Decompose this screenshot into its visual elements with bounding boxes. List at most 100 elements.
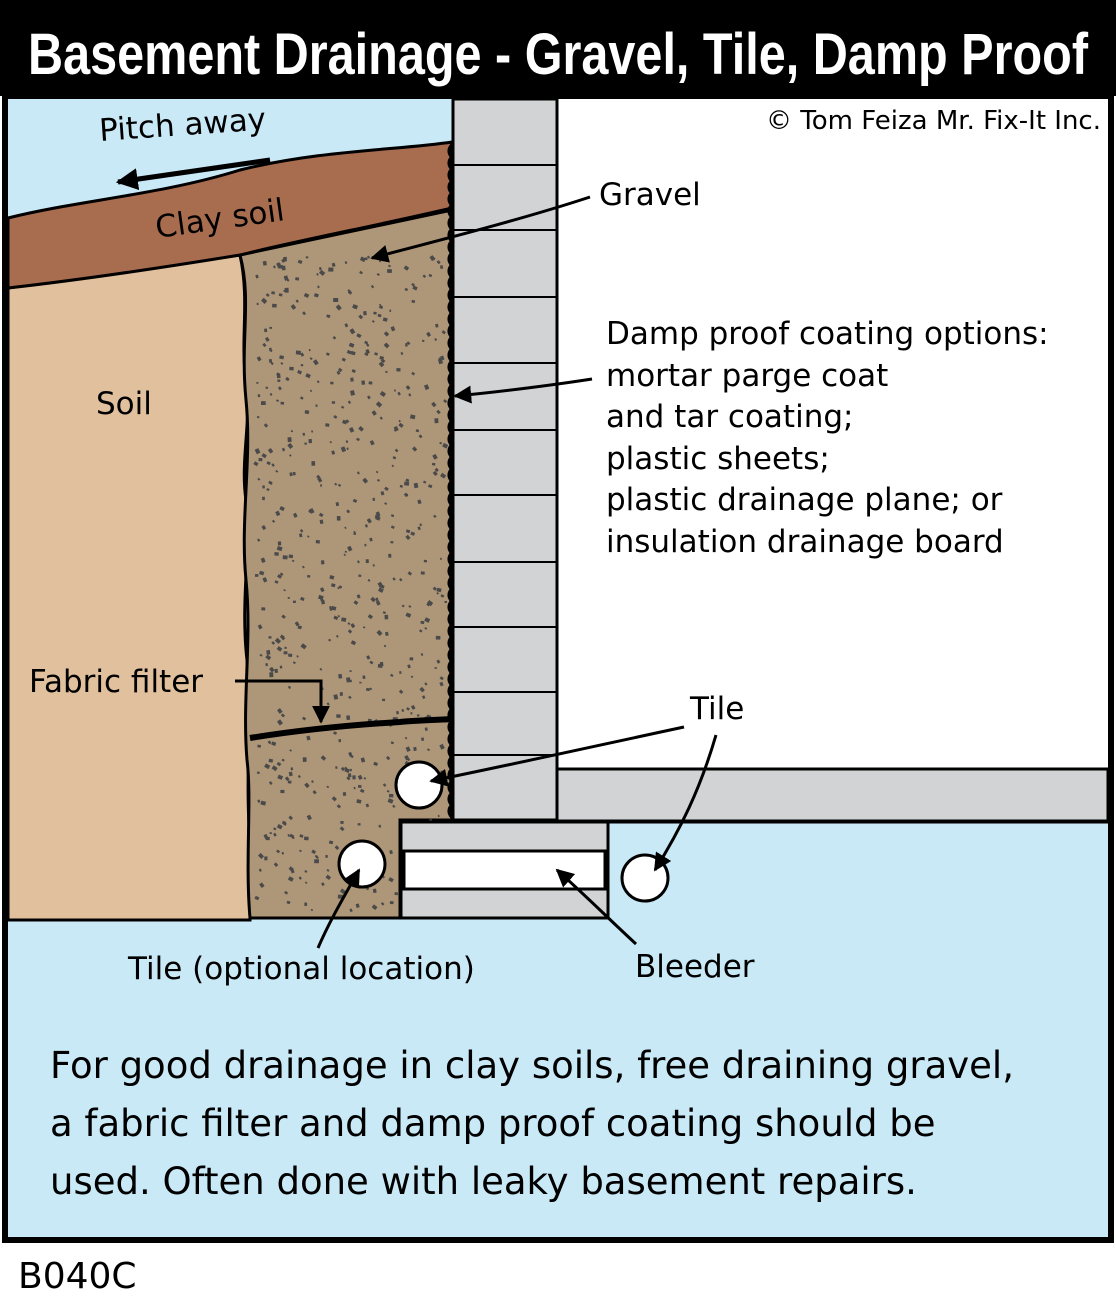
- gravel-speck: [292, 471, 296, 476]
- gravel-speck: [281, 820, 287, 825]
- gravel-speck: [300, 363, 304, 367]
- gravel-speck: [346, 349, 352, 355]
- gravel-speck: [421, 695, 426, 700]
- gravel-speck: [426, 600, 434, 607]
- gravel-speck: [348, 342, 355, 348]
- gravel-speck: [287, 685, 291, 690]
- gravel-speck: [346, 715, 351, 721]
- gravel-speck: [331, 605, 337, 611]
- gravel-speck: [295, 350, 302, 355]
- gravel-speck: [312, 359, 319, 366]
- gravel-speck: [256, 538, 261, 542]
- gravel-speck: [405, 342, 408, 346]
- gravel-speck: [359, 256, 366, 263]
- gravel-speck: [314, 859, 319, 864]
- gravel-speck: [384, 631, 389, 637]
- gravel-speck: [382, 317, 388, 322]
- gravel-speck: [372, 564, 375, 567]
- gravel-speck: [371, 410, 377, 416]
- gravel-speck: [273, 827, 277, 831]
- gravel-speck: [444, 601, 447, 603]
- gravel-speck: [341, 357, 346, 362]
- gravel-speck: [397, 391, 401, 396]
- gravel-speck: [276, 761, 282, 767]
- damp-proof-options: Damp proof coating options: mortar parge…: [606, 316, 1049, 560]
- gravel-speck: [427, 748, 430, 752]
- gravel-speck: [436, 592, 440, 595]
- wall-block-joints: [453, 164, 557, 756]
- gravel-speck: [365, 559, 369, 564]
- gravel-speck: [315, 404, 318, 408]
- gravel-speck: [400, 351, 404, 356]
- gravel-speck: [318, 269, 326, 276]
- gravel-speck: [308, 438, 313, 444]
- gravel-speck: [265, 293, 270, 298]
- gravel-speck: [338, 739, 342, 743]
- gravel-speck: [302, 716, 307, 721]
- gravel-speck: [271, 741, 277, 746]
- gravel-speck: [284, 776, 290, 782]
- gravel-speck: [379, 391, 387, 397]
- gravel-speck: [270, 361, 274, 366]
- gravel-speck: [379, 584, 385, 589]
- gravel-speck: [326, 314, 331, 319]
- gravel-speck: [266, 649, 271, 655]
- figure-code: B040C: [18, 1256, 137, 1292]
- gravel-speck: [401, 708, 405, 713]
- gravel-speck: [399, 671, 402, 674]
- gravel-speck: [273, 265, 276, 269]
- gravel-speck: [264, 856, 268, 861]
- gravel-speck: [295, 299, 299, 303]
- gravel-speck: [426, 602, 430, 607]
- gravel-speck: [380, 902, 385, 906]
- gravel-speck: [288, 653, 293, 658]
- gravel-speck: [341, 617, 347, 622]
- gravel-speck: [286, 900, 291, 905]
- floor-slab: [555, 767, 1110, 823]
- gravel-speck: [442, 442, 449, 449]
- gravel-speck: [348, 427, 355, 433]
- gravel-speck: [357, 471, 360, 475]
- fabric-leader: [235, 679, 330, 724]
- gravel-speck: [419, 686, 425, 693]
- gravel-speck: [329, 574, 335, 580]
- gravel-speck: [279, 665, 283, 669]
- gravel-speck: [356, 799, 362, 804]
- gravel-speck: [405, 746, 411, 752]
- gravel-speck: [374, 352, 378, 356]
- gravel-speck: [365, 803, 370, 808]
- gravel-speck: [331, 450, 336, 455]
- gravel-speck: [436, 409, 441, 415]
- gravel-speck: [368, 381, 373, 385]
- gravel-speck: [356, 594, 361, 599]
- gravel-speck: [271, 291, 276, 295]
- gravel-speck: [392, 804, 396, 809]
- page-title: Basement Drainage - Gravel, Tile, Damp P…: [28, 22, 1089, 87]
- gravel-speck: [294, 621, 300, 627]
- gravel-speck: [403, 492, 409, 498]
- gravel-speck: [274, 552, 279, 556]
- gravel-region: [238, 208, 454, 920]
- gravel-speck: [411, 299, 416, 304]
- gravel-speck: [318, 267, 322, 271]
- gravel-speck: [328, 840, 334, 845]
- gravel-speck: [336, 714, 341, 718]
- gravel-speck: [317, 594, 324, 601]
- fabric-filter-label: Fabric filter: [29, 664, 203, 700]
- drain-tile-exterior: [394, 760, 444, 810]
- gravel-speck: [279, 634, 285, 640]
- gravel-speck: [298, 876, 302, 880]
- gravel-speck: [364, 543, 367, 547]
- gravel-speck: [320, 599, 326, 605]
- gravel-speck: [406, 757, 411, 762]
- gravel-speck: [271, 463, 275, 467]
- gravel-speck: [358, 426, 364, 432]
- gravel-speck: [281, 851, 285, 855]
- gravel-speck: [266, 487, 270, 492]
- gravel-speck: [352, 775, 356, 780]
- gravel-speck: [340, 820, 344, 824]
- tile-leader-1: [429, 725, 685, 787]
- gravel-speck: [277, 541, 282, 546]
- gravel-speck: [301, 565, 305, 569]
- gravel-speck: [350, 350, 356, 356]
